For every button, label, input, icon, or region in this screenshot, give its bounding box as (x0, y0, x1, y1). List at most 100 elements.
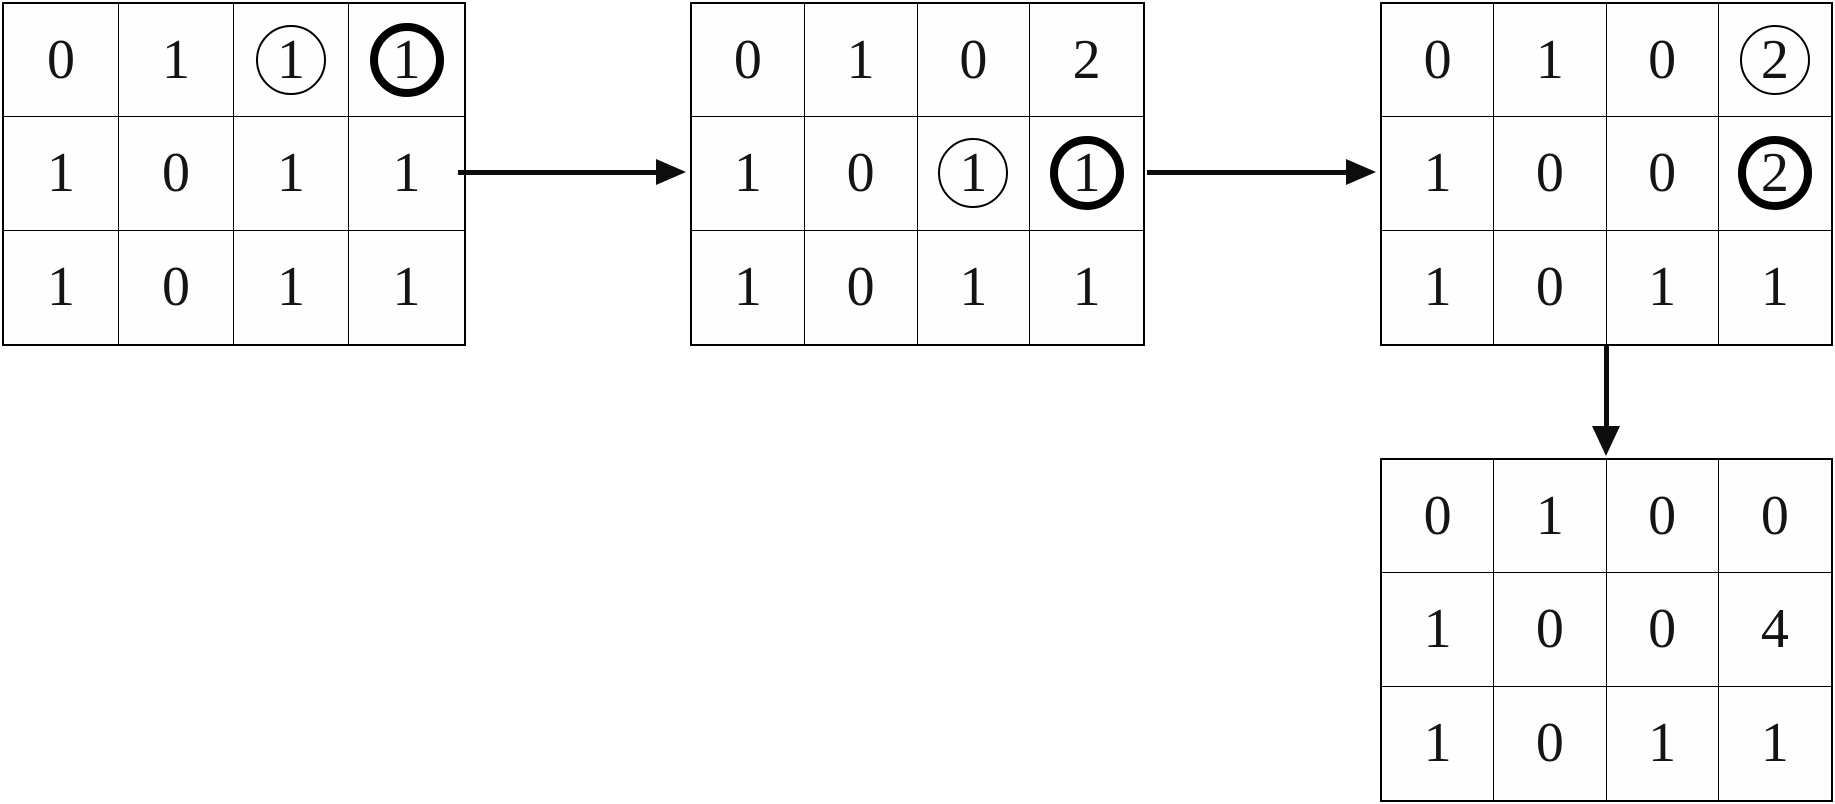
cell-value: 0 (1535, 256, 1564, 319)
cell-value: 1 (1423, 256, 1452, 319)
step4-cell-r1c3: 0 (1606, 460, 1719, 574)
step3-cell-r1c2: 1 (1494, 4, 1607, 118)
cell-value: 0 (846, 256, 875, 319)
step2-cell-r2c2: 0 (804, 117, 918, 231)
cell-value: 2 (1760, 29, 1789, 92)
step1-cell-r1c1: 0 (4, 4, 119, 118)
step1-cell-r2c4: 1 (349, 117, 464, 231)
step4-cell-r1c4: 0 (1718, 460, 1831, 574)
bold-circle-annotation: 2 (1737, 136, 1812, 211)
cell-value: 1 (733, 142, 762, 205)
cell-value: 1 (959, 256, 988, 319)
cell-value: 1 (392, 29, 421, 92)
cell-value: 1 (1760, 712, 1789, 775)
step4-cell-r3c4: 1 (1719, 687, 1831, 800)
cell-value: 1 (277, 142, 305, 205)
step4-cell-r2c3: 0 (1606, 573, 1719, 687)
matrix-step-2: 0 1 0 2 1 0 1 1 1 0 1 1 (690, 2, 1145, 346)
cell-value: 0 (1423, 485, 1452, 548)
step3-cell-r2c4: 2 (1718, 117, 1831, 231)
step3-cell-r2c1: 1 (1382, 117, 1495, 231)
arrow-shaft (1147, 169, 1346, 175)
cell-value: 1 (959, 142, 988, 205)
step4-cell-r3c1: 1 (1382, 686, 1495, 800)
step4-cell-r3c2: 0 (1494, 686, 1607, 800)
cell-value: 1 (277, 256, 305, 319)
step3-cell-r3c1: 1 (1382, 230, 1495, 344)
cell-value: 0 (47, 29, 75, 92)
step1-cell-r3c3: 1 (234, 230, 349, 344)
cell-value: 1 (47, 142, 75, 205)
cell-value: 1 (1535, 485, 1564, 548)
cell-value: 1 (277, 29, 305, 92)
step2-cell-r2c3: 1 (917, 117, 1031, 231)
cell-value: 2 (1072, 29, 1101, 92)
step4-cell-r2c4: 4 (1718, 573, 1831, 687)
thin-circle-annotation: 1 (256, 25, 326, 96)
step3-cell-r1c3: 0 (1606, 4, 1719, 118)
cell-value: 1 (392, 142, 421, 205)
cell-value: 1 (1423, 142, 1452, 205)
step2-cell-r3c4: 1 (1030, 231, 1143, 344)
step2-cell-r3c1: 1 (692, 230, 805, 344)
cell-value: 0 (1535, 598, 1564, 661)
arrow-shaft (1603, 346, 1609, 426)
cell-value: 0 (1648, 485, 1677, 548)
step4-cell-r1c1: 0 (1382, 460, 1495, 574)
arrow-step2-to-step3 (1147, 159, 1376, 185)
step1-cell-r2c1: 1 (4, 117, 119, 231)
cell-value: 1 (1423, 598, 1452, 661)
cell-value: 1 (1072, 142, 1101, 205)
step1-cell-r1c3: 1 (234, 4, 349, 118)
cell-value: 0 (959, 29, 988, 92)
step3-cell-r1c4: 2 (1718, 4, 1831, 118)
step3-cell-r3c4: 1 (1719, 231, 1831, 344)
cell-value: 0 (733, 29, 762, 92)
step1-cell-r3c1: 1 (4, 230, 119, 344)
cell-value: 1 (162, 29, 190, 92)
step3-cell-r3c3: 1 (1607, 230, 1719, 344)
cell-value: 0 (1535, 712, 1564, 775)
cell-value: 1 (1648, 256, 1677, 319)
thin-circle-annotation: 1 (938, 138, 1009, 209)
arrow-step3-to-step4 (1591, 346, 1621, 456)
step2-cell-r1c1: 0 (692, 4, 805, 118)
step2-cell-r1c4: 2 (1030, 4, 1143, 118)
step1-cell-r1c2: 1 (119, 4, 234, 118)
cell-value: 0 (1648, 142, 1677, 205)
cell-value: 0 (1535, 142, 1564, 205)
cell-value: 1 (1423, 712, 1452, 775)
cell-value: 0 (846, 142, 875, 205)
step1-cell-r2c2: 0 (119, 117, 234, 231)
step2-cell-r1c3: 0 (917, 4, 1031, 118)
cell-value: 0 (162, 256, 190, 319)
step2-cell-r3c2: 0 (805, 230, 918, 344)
step2-cell-r3c3: 1 (918, 230, 1031, 344)
step4-cell-r2c2: 0 (1494, 573, 1607, 687)
matrix-step-3: 0 1 0 2 1 0 0 2 1 0 1 1 (1380, 2, 1833, 346)
step4-cell-r1c2: 1 (1494, 460, 1607, 574)
cell-value: 4 (1760, 598, 1789, 661)
bold-circle-annotation: 1 (1049, 136, 1124, 211)
arrow-shaft (458, 169, 656, 175)
step4-cell-r2c1: 1 (1382, 573, 1495, 687)
arrow-head-right-icon (656, 159, 686, 185)
arrow-head-right-icon (1346, 159, 1376, 185)
step1-cell-r2c3: 1 (234, 117, 349, 231)
bold-circle-annotation: 1 (369, 23, 444, 98)
cell-value: 1 (1648, 712, 1677, 775)
cell-value: 1 (846, 29, 875, 92)
arrow-step1-to-step2 (458, 159, 686, 185)
step3-cell-r2c3: 0 (1606, 117, 1719, 231)
cell-value: 1 (1535, 29, 1564, 92)
thin-circle-annotation: 2 (1739, 25, 1810, 96)
step2-cell-r1c2: 1 (804, 4, 918, 118)
matrix-step-1: 0 1 1 1 1 0 1 1 1 0 1 1 (2, 2, 466, 346)
cell-value: 0 (1760, 485, 1789, 548)
arrow-head-down-icon (1592, 426, 1620, 456)
cell-value: 0 (1423, 29, 1452, 92)
step2-cell-r2c4: 1 (1030, 117, 1143, 231)
cell-value: 0 (1648, 29, 1677, 92)
cell-value: 1 (1760, 256, 1789, 319)
